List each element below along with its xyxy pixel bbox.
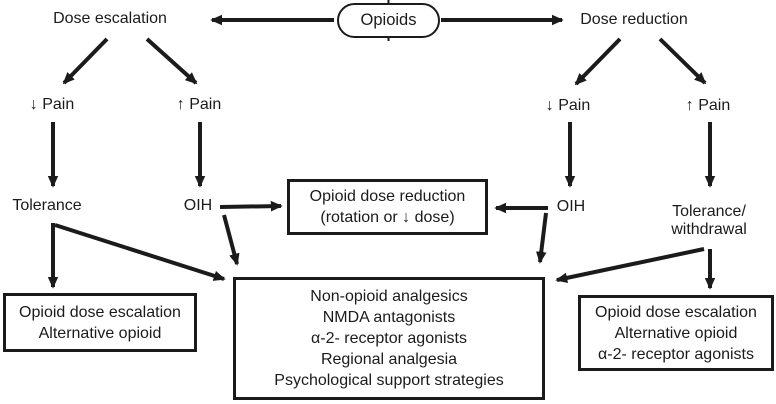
tolerance-withdrawal-label: Tolerance/ withdrawal <box>649 203 769 239</box>
arrow-reduction-to-pain-increase <box>658 37 707 85</box>
pain-increase-left-label: ↑ Pain <box>176 96 222 113</box>
adjuvant-line: Regional analgesia <box>320 351 458 368</box>
arrow-reduction-to-pain-decrease <box>574 37 622 86</box>
right-outcome-line: Opioid dose escalation <box>595 303 757 321</box>
oih-right-label: OIH <box>556 198 586 215</box>
dose-reduction-strategy-box: Opioid dose reduction (rotation or ↓ dos… <box>287 179 488 235</box>
arrow-oih-left-to-dose-reduction-box <box>219 200 283 212</box>
left-outcome-line: Alternative opioid <box>38 324 162 342</box>
pain-decrease-left-label: ↓ Pain <box>29 96 75 113</box>
tolerance-label: Tolerance <box>12 197 82 214</box>
arrow-tolerance-withdrawal-to-adjuvant-box <box>555 247 705 284</box>
pain-decrease-right-label: ↓ Pain <box>545 97 591 114</box>
opioids-label: Opioids <box>360 11 417 29</box>
arrow-tolerance-to-adjuvant-box <box>54 223 226 281</box>
opioids-node: Opioids <box>337 3 440 38</box>
right-outcome-line: Alternative opioid <box>614 324 738 342</box>
oih-left-label: OIH <box>183 197 213 214</box>
arrow-escalation-to-pain-increase <box>145 37 198 85</box>
left-outcome-line: Opioid dose escalation <box>19 303 181 321</box>
right-outcome-line: α-2- receptor agonists <box>598 345 754 363</box>
adjuvant-line: NMDA antagonists <box>322 309 456 326</box>
adjuvant-strategies-box: Non-opioid analgesics NMDA antagonists α… <box>233 277 545 400</box>
adjuvant-line: α-2- receptor agonists <box>311 330 467 347</box>
dose-reduction-label: Dose reduction <box>580 11 688 28</box>
right-outcome-box: Opioid dose escalation Alternative opioi… <box>578 295 774 371</box>
dose-reduction-strategy-line: (rotation or ↓ dose) <box>320 209 455 226</box>
pain-increase-right-label: ↑ Pain <box>685 97 731 114</box>
adjuvant-line: Non-opioid analgesics <box>310 288 468 305</box>
arrow-oih-left-to-adjuvant-box <box>222 214 240 266</box>
dose-escalation-label: Dose escalation <box>53 10 167 27</box>
dose-reduction-strategy-line: Opioid dose reduction <box>309 188 466 205</box>
arrow-escalation-to-pain-decrease <box>62 37 109 85</box>
left-outcome-box: Opioid dose escalation Alternative opioi… <box>3 293 197 352</box>
arrow-oih-right-to-adjuvant-box <box>535 212 548 264</box>
adjuvant-line: Psychological support strategies <box>274 372 504 389</box>
tolerance-withdrawal-line2: withdrawal <box>671 221 747 238</box>
tolerance-withdrawal-line1: Tolerance/ <box>672 203 746 220</box>
